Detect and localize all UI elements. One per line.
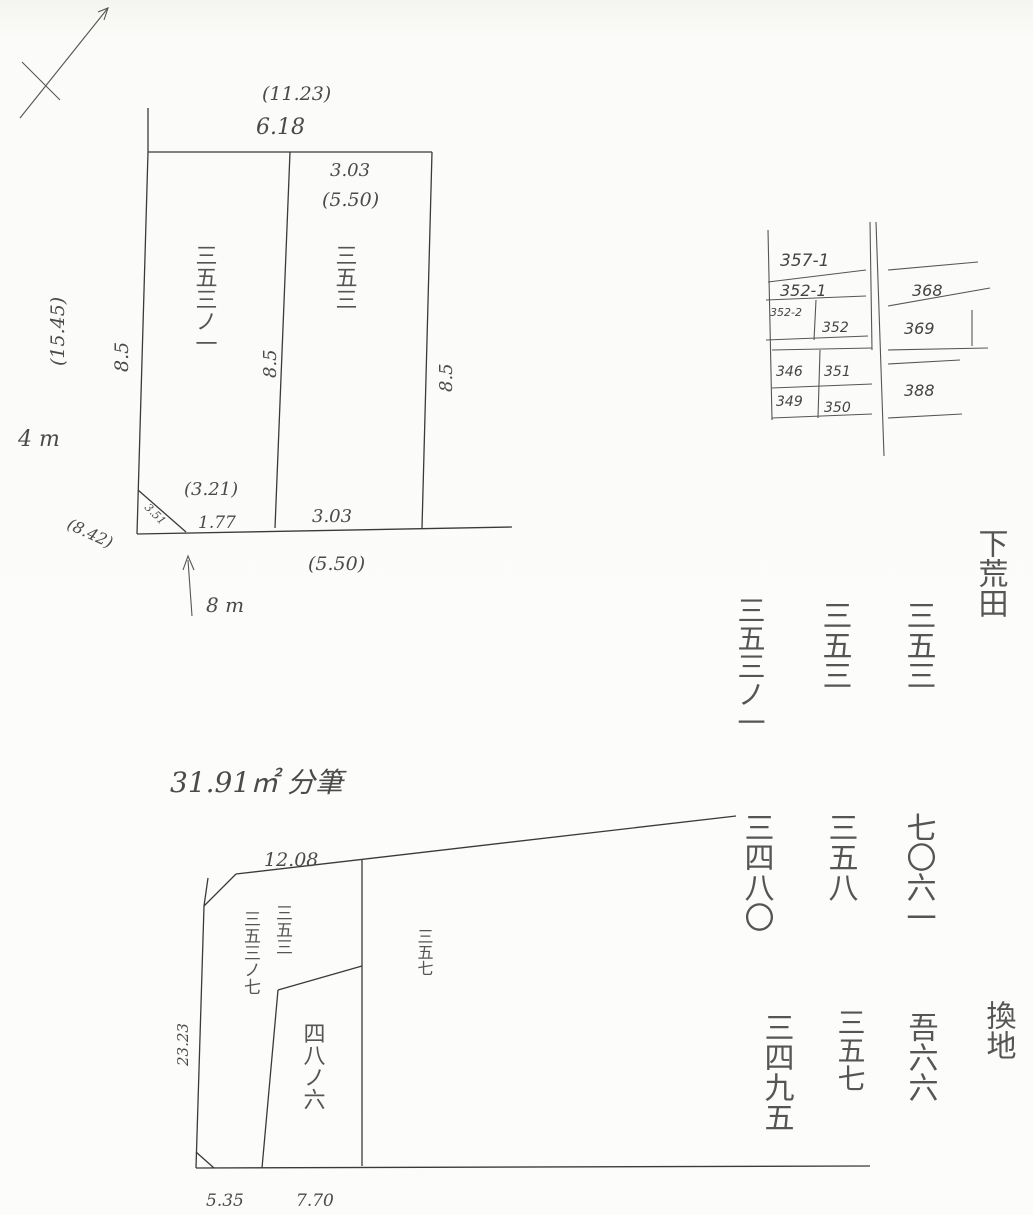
area-note: 31.91㎡ 分筆: [170, 766, 347, 799]
corner-cut-dim: 3.51: [142, 501, 169, 528]
col1-label-3: 三五三ノ一: [734, 596, 767, 736]
lower-left-depth: 23.23: [174, 1023, 192, 1067]
index-cell-388: 388: [904, 381, 935, 400]
right-labels: 下荒田 三五三 三五三 三五三ノ一 七〇六一 三五八 三四八〇 吾六六 三五七 …: [734, 528, 1017, 1132]
lower-bottom-right: 7.70: [296, 1191, 334, 1211]
shimoara-label: 下荒田: [973, 528, 1008, 618]
col1-label-1: 三五三: [901, 600, 936, 690]
kanchi-label: 換地: [981, 1000, 1017, 1060]
right-lot-label: 三五三: [332, 244, 357, 310]
lower-lot-353-7: 三五三ノ七: [240, 910, 261, 995]
index-cell-352-1: 352-1: [780, 281, 827, 300]
side-road-width: 4 m: [17, 427, 60, 452]
right-depth: 8.5: [436, 363, 457, 392]
right-top-width: 3.03: [330, 160, 370, 181]
left-depth: 8.5: [111, 342, 133, 372]
lower-lot-48-6: 四八ノ六: [300, 1022, 326, 1110]
index-cell-357-1: 357-1: [780, 251, 829, 271]
bottom-left-alt: (3.21): [184, 479, 238, 500]
index-map: 357-1 352-1 352-2 352 346 351 349 350 36…: [765, 221, 991, 457]
lower-plan: 12.08 23.23 三五三ノ七 三五三 四八ノ六 三五七 5.35 7.70: [174, 815, 871, 1211]
index-cell-352: 352: [822, 320, 849, 336]
index-cell-368: 368: [912, 281, 943, 300]
col2-label-1: 七〇六一: [901, 812, 936, 932]
lower-lot-353: 三五三: [272, 904, 293, 955]
lower-lot-357: 三五七: [415, 928, 434, 976]
lower-bottom-left: 5.35: [206, 1191, 244, 1211]
right-top-width-alt: (5.50): [322, 189, 379, 211]
bottom-right-width: 3.03: [312, 506, 352, 527]
front-road-width: 8 m: [206, 593, 244, 617]
middle-depth: 8.5: [260, 349, 281, 378]
bottom-left-width: 1.77: [198, 513, 236, 533]
bottom-right-alt: (5.50): [308, 553, 365, 575]
col3-label-1: 吾六六: [903, 1012, 938, 1102]
left-lot-label: 三五三ノ一: [192, 244, 218, 354]
left-depth-alt: (15.45): [47, 297, 69, 366]
col2-label-3: 三四八〇: [739, 812, 775, 932]
top-width-dim: 6.18: [256, 115, 305, 140]
lower-top-width: 12.08: [264, 849, 318, 871]
col3-label-3: 三四九五: [759, 1012, 794, 1132]
corner-cut-alt: (8.42): [64, 514, 116, 552]
index-cell-352-2: 352-2: [770, 306, 802, 319]
index-cell-349: 349: [776, 394, 803, 410]
index-cell-350: 350: [824, 400, 851, 416]
index-cell-369: 369: [904, 319, 935, 338]
north-arrow-icon: [19, 7, 109, 119]
upper-plan: (11.23) 6.18 3.03 (5.50) 三五三ノ一 三五三 (15.4…: [17, 83, 513, 799]
index-cell-351: 351: [824, 364, 851, 380]
col1-label-2: 三五三: [817, 600, 852, 690]
index-cell-346: 346: [776, 364, 803, 380]
col2-label-2: 三五八: [823, 812, 859, 902]
top-total-dim: (11.23): [262, 83, 331, 105]
col3-label-2: 三五七: [834, 1008, 867, 1092]
